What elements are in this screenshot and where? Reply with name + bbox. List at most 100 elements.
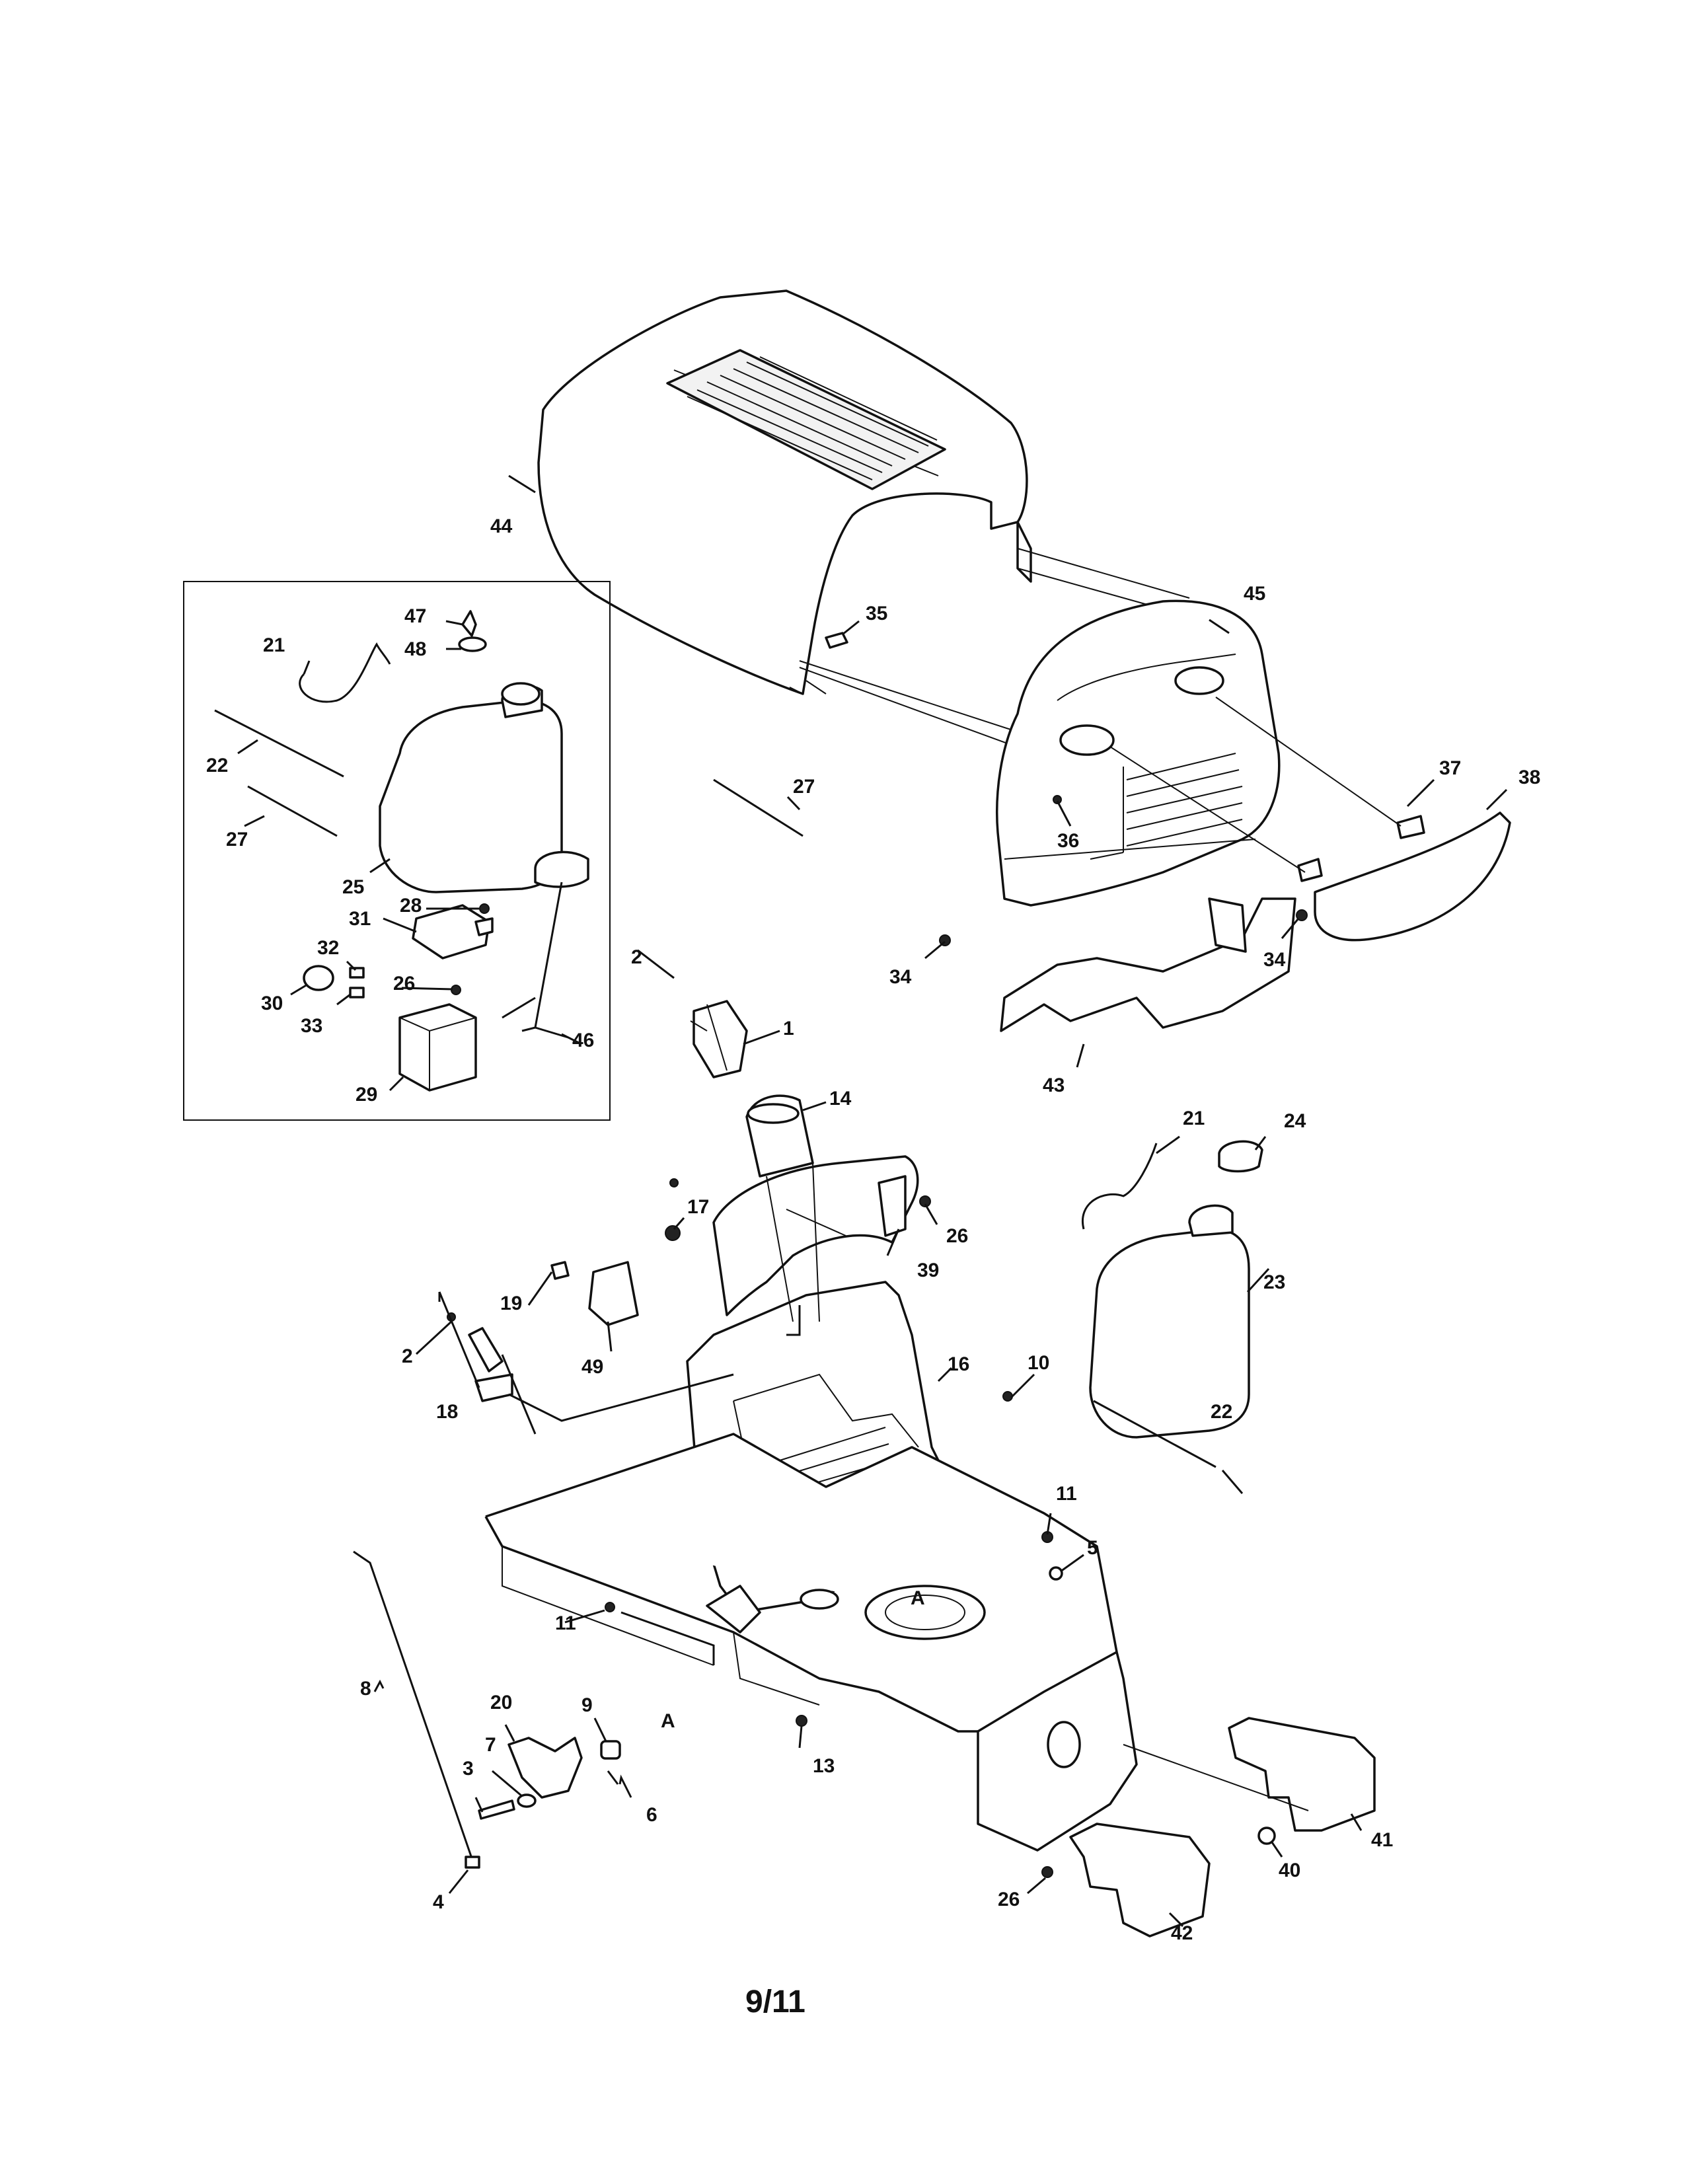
screw-35 <box>825 632 848 649</box>
callout-32: 32 <box>317 937 339 959</box>
callout-22: 22 <box>1211 1401 1232 1423</box>
callout-18: 18 <box>436 1401 458 1423</box>
callout-26-mid: 26 <box>946 1225 968 1247</box>
bolt-3 <box>478 1799 515 1820</box>
callout-39: 39 <box>917 1260 939 1281</box>
callout-44: 44 <box>490 515 513 537</box>
marker-a-frame: A <box>911 1587 925 1609</box>
bushing-32 <box>349 967 365 979</box>
callout-37: 37 <box>1439 757 1461 779</box>
tie-strap-22-inset <box>214 709 344 778</box>
callout-13: 13 <box>813 1755 835 1777</box>
rear-bracket-41 <box>1228 1717 1376 1832</box>
callout-22-inset: 22 <box>206 755 228 776</box>
callout-34-left: 34 <box>889 966 912 988</box>
tie-strap-22 <box>1093 1400 1217 1468</box>
callout-29: 29 <box>356 1084 377 1106</box>
ignition-49 <box>588 1261 639 1326</box>
hood-part <box>537 289 1032 695</box>
screw-26-inset <box>451 985 461 995</box>
bushing-33 <box>349 987 365 998</box>
fuel-tank-23 <box>1089 1228 1250 1439</box>
screw-11-left <box>605 1602 615 1612</box>
callout-45: 45 <box>1244 583 1265 605</box>
spacer-9 <box>600 1740 621 1760</box>
nut-17 <box>665 1225 681 1241</box>
spacer-30 <box>303 965 334 991</box>
front-bumper-part <box>1314 811 1511 942</box>
leader-lines <box>237 474 1508 1928</box>
callout-17: 17 <box>687 1196 709 1218</box>
callout-34-right: 34 <box>1263 949 1286 971</box>
callout-27: 27 <box>793 776 815 798</box>
callout-30: 30 <box>261 993 283 1014</box>
lift-rod-8 <box>353 1550 474 1861</box>
callout-labels: 44 35 45 37 38 27 36 34 34 43 47 48 21 2… <box>206 515 1540 2019</box>
nut-40 <box>1257 1826 1276 1845</box>
callout-43: 43 <box>1043 1074 1065 1096</box>
callout-5: 5 <box>1087 1537 1098 1559</box>
callout-2-upper: 2 <box>631 946 642 968</box>
callout-11-right: 11 <box>1056 1483 1077 1505</box>
callout-28: 28 <box>400 895 422 917</box>
callout-46: 46 <box>572 1030 594 1051</box>
callout-35: 35 <box>866 603 887 624</box>
callout-40: 40 <box>1279 1860 1300 1881</box>
headlight-bulb-part <box>1109 697 1425 882</box>
callout-3: 3 <box>463 1758 474 1780</box>
callout-7: 7 <box>485 1734 496 1756</box>
callout-47: 47 <box>404 605 426 627</box>
bracket-39 <box>878 1175 907 1237</box>
key-19 <box>550 1261 570 1280</box>
grille-part <box>996 599 1281 907</box>
throttle-lever-18 <box>468 1327 504 1373</box>
grille-mount-bracket-part <box>1000 897 1296 1032</box>
callout-8: 8 <box>360 1678 371 1700</box>
callout-6: 6 <box>646 1804 657 1826</box>
callout-24: 24 <box>1284 1110 1306 1132</box>
page-number: 9/11 <box>745 1984 805 2019</box>
battery-29 <box>398 1003 477 1092</box>
callout-20: 20 <box>490 1692 512 1713</box>
callout-41: 41 <box>1371 1829 1393 1851</box>
fuel-line-21 <box>1081 1143 1158 1230</box>
nut-34-right <box>1296 909 1308 921</box>
screw-26-low <box>1041 1866 1053 1878</box>
tie-strap-27-inset <box>247 785 338 837</box>
rear-bracket-42 <box>1069 1823 1211 1938</box>
clip-4 <box>465 1856 480 1869</box>
callout-1: 1 <box>783 1018 794 1039</box>
callout-31: 31 <box>349 908 371 930</box>
fuel-cap-24 <box>1218 1140 1263 1173</box>
callout-27-inset: 27 <box>226 829 248 850</box>
fuel-cap-gauge-46 <box>534 850 589 888</box>
inset-box <box>183 581 611 1121</box>
callout-23: 23 <box>1263 1271 1285 1293</box>
callout-9: 9 <box>581 1694 593 1716</box>
callout-21-inset: 21 <box>263 634 285 656</box>
callout-26-inset: 26 <box>393 973 415 995</box>
callout-36: 36 <box>1057 830 1079 852</box>
callout-25: 25 <box>342 876 364 898</box>
callout-33: 33 <box>301 1015 322 1037</box>
callout-10: 10 <box>1028 1352 1049 1374</box>
fuel-valve-47 <box>461 610 477 637</box>
callout-42: 42 <box>1171 1922 1193 1944</box>
fuel-line-21-inset <box>299 642 391 703</box>
callout-2-lower: 2 <box>402 1345 413 1367</box>
screw-2-upper <box>669 1178 679 1187</box>
tie-strap-27 <box>713 778 804 837</box>
callout-19: 19 <box>500 1293 522 1314</box>
screw-13 <box>796 1715 807 1727</box>
callout-4: 4 <box>433 1891 444 1913</box>
grommet-48 <box>458 636 487 652</box>
callout-38: 38 <box>1518 767 1540 788</box>
pin-6 <box>607 1770 619 1785</box>
callout-26-low: 26 <box>998 1889 1020 1910</box>
marker-a-linkage: A <box>661 1710 675 1732</box>
screw-26-mid <box>919 1195 931 1207</box>
callout-48: 48 <box>404 638 426 660</box>
bracket-20 <box>507 1737 583 1799</box>
callout-21: 21 <box>1183 1108 1205 1129</box>
